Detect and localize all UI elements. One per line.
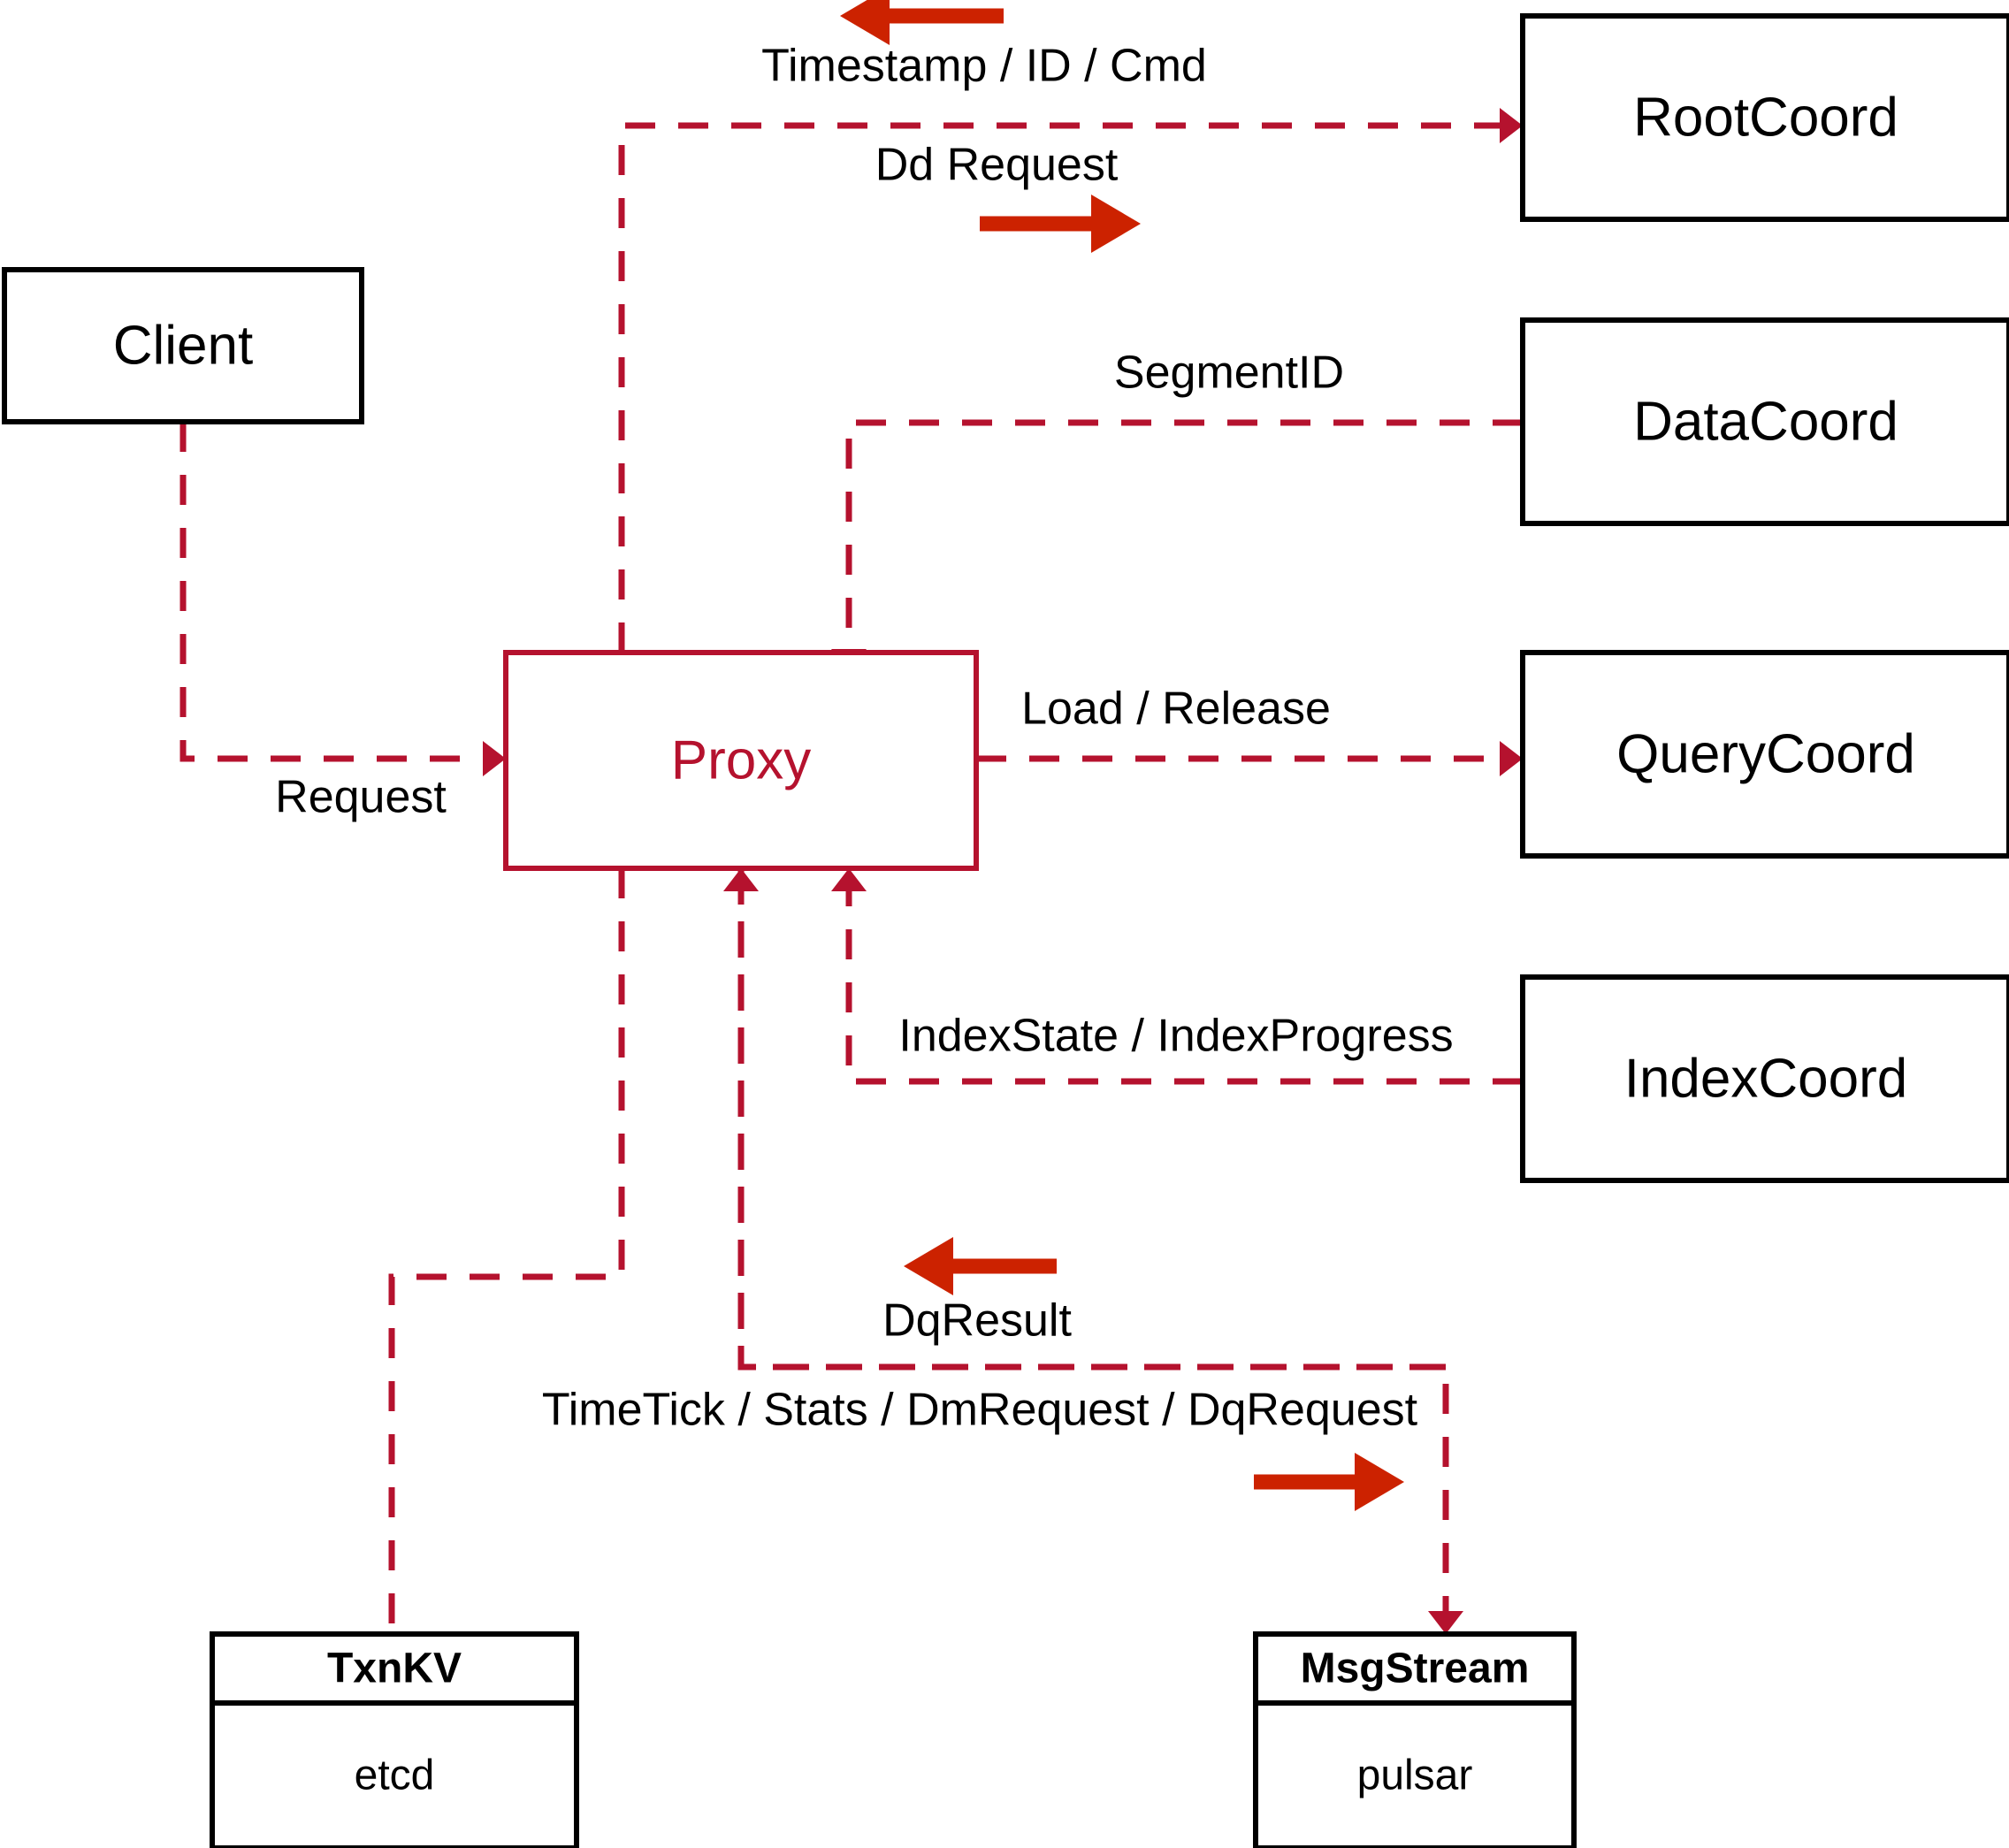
link-proxy-to-msgstream [737,868,1463,1634]
link-arrowhead [1428,1611,1463,1634]
dqresult-direction-arrow [904,1237,1057,1295]
node-box[interactable] [1520,974,2009,1183]
node-label: IndexCoord [1624,1048,1908,1109]
node-rootcoord[interactable]: RootCoord [1520,13,2009,222]
node-subtitle: etcd [355,1753,435,1799]
node-box[interactable] [1520,650,2009,859]
node-client[interactable]: Client [2,267,364,424]
node-label: Proxy [671,729,811,790]
edge-label-load-release: Load / Release [1021,683,1331,735]
link-msgstream-to-proxy [723,868,1446,1371]
node-subtitle: pulsar [1357,1753,1473,1799]
arrow-head [1355,1453,1404,1511]
node-label: DataCoord [1633,391,1898,452]
compound-nodes-layer: TxnKV etcd MsgStream pulsar [210,1631,1577,1848]
link-path [388,868,625,1634]
dd-request-direction-arrow [980,195,1141,253]
dqrequest-direction-arrow [1254,1453,1404,1511]
node-title: TxnKV [327,1646,462,1692]
node-title: MsgStream [1301,1646,1530,1692]
node-querycoord[interactable]: QueryCoord [1520,650,2009,859]
link-path [845,888,1523,1085]
link-arrowhead [483,741,506,776]
edge-label-timetick: TimeTick / Stats / DmRequest / DqRequest [542,1385,1418,1436]
node-label: QueryCoord [1616,723,1915,784]
node-label: Client [113,315,254,376]
edge-label-dqresult: DqResult [882,1295,1072,1347]
node-indexcoord[interactable]: IndexCoord [1520,974,2009,1183]
edge-label-segmentid: SegmentID [1114,347,1344,399]
node-datacoord[interactable]: DataCoord [1520,317,2009,526]
links-layer [180,108,1523,1634]
link-proxy-to-querycoord [976,741,1523,776]
link-arrowhead [831,868,867,891]
node-box[interactable] [503,650,979,871]
link-proxy-to-txnkv [388,868,625,1634]
link-datacoord-to-proxy [831,419,1523,672]
node-label: RootCoord [1633,87,1898,148]
arrow-head [840,0,890,45]
edge-label-request: Request [275,772,447,823]
node-box[interactable] [1520,13,2009,222]
node-txnkv[interactable]: TxnKV etcd [210,1631,579,1848]
node-box[interactable] [1520,317,2009,526]
link-client-to-proxy [180,422,506,776]
arrow-head [1091,195,1141,253]
edge-label-timestamp-id-cmd: Timestamp / ID / Cmd [761,41,1207,92]
node-box[interactable] [1253,1631,1577,1848]
link-path [737,868,1449,1615]
node-box[interactable] [210,1631,579,1848]
arrow-head [904,1237,953,1295]
direction-arrows-layer [840,0,1404,1511]
node-proxy[interactable]: Proxy [503,650,979,871]
link-path [845,419,1523,653]
timestamp-direction-arrow [840,0,1004,45]
link-arrowhead [1500,108,1523,143]
node-msgstream[interactable]: MsgStream pulsar [1253,1631,1577,1848]
link-arrowhead [1500,741,1523,776]
link-path [180,422,486,762]
edge-label-dd-request: Dd Request [875,140,1119,191]
link-path [737,888,1446,1371]
link-path [618,122,1503,653]
edge-label-indexstate: IndexState / IndexProgress [898,1011,1453,1062]
link-proxy-to-rootcoord [618,108,1523,653]
link-indexcoord-to-proxy [831,868,1523,1085]
node-box[interactable] [2,267,364,424]
